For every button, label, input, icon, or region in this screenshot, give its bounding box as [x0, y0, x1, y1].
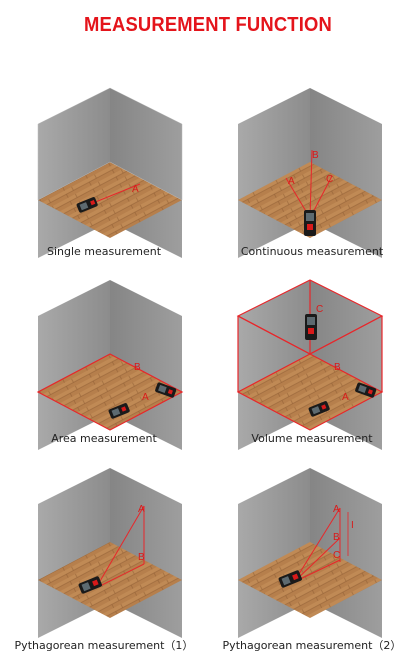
room-illustration: C B A — [236, 279, 384, 450]
laser-device — [304, 210, 316, 236]
room-illustration: A B — [38, 468, 182, 638]
label-b: B — [334, 362, 341, 373]
label-b: B — [333, 532, 340, 543]
laser-device — [76, 197, 98, 213]
label-a: A — [342, 392, 349, 403]
label-a: A — [333, 504, 340, 515]
cell-continuous-measurement: A B C Continuous measurement — [208, 80, 416, 285]
cell-volume-measurement: C B A Volume measurement — [208, 272, 416, 477]
caption: Area measurement — [51, 432, 157, 445]
label-i: I — [351, 520, 354, 531]
laser-device — [278, 570, 302, 588]
cell-pythagorean-measurement-1: A B Pythagorean measurement（1） — [0, 460, 208, 665]
caption: Single measurement — [46, 245, 162, 258]
laser-device — [78, 576, 102, 594]
room-illustration: B A — [36, 280, 184, 450]
laser-device — [305, 314, 317, 340]
label-a: A — [288, 176, 295, 187]
page-title: MEASUREMENT FUNCTION — [84, 14, 332, 36]
caption: Volume measurement — [251, 432, 373, 445]
label-b: B — [312, 150, 319, 161]
laser-device — [308, 401, 330, 417]
caption: Pythagorean measurement（2） — [222, 639, 402, 652]
cell-pythagorean-measurement-2: A B C I Pythagorean measurement（2） — [208, 460, 416, 665]
label-b: B — [138, 552, 145, 563]
laser-device — [108, 403, 130, 419]
room-illustration: A — [37, 87, 183, 258]
label-c: C — [316, 304, 323, 315]
cell-area-measurement: B A Area measurement — [0, 272, 208, 477]
label-a: A — [132, 184, 139, 195]
caption: Pythagorean measurement（1） — [14, 639, 194, 652]
laser-device — [355, 382, 377, 398]
room-illustration: A B C — [238, 88, 382, 258]
cell-single-measurement: A Single measurement — [0, 80, 208, 285]
label-a: A — [142, 392, 149, 403]
room-illustration: A B C I — [238, 468, 382, 638]
label-a: A — [138, 504, 145, 515]
label-b: B — [134, 362, 141, 373]
label-c: C — [326, 174, 333, 185]
caption: Continuous measurement — [240, 245, 384, 258]
label-c: C — [333, 550, 340, 561]
laser-device — [155, 382, 177, 398]
